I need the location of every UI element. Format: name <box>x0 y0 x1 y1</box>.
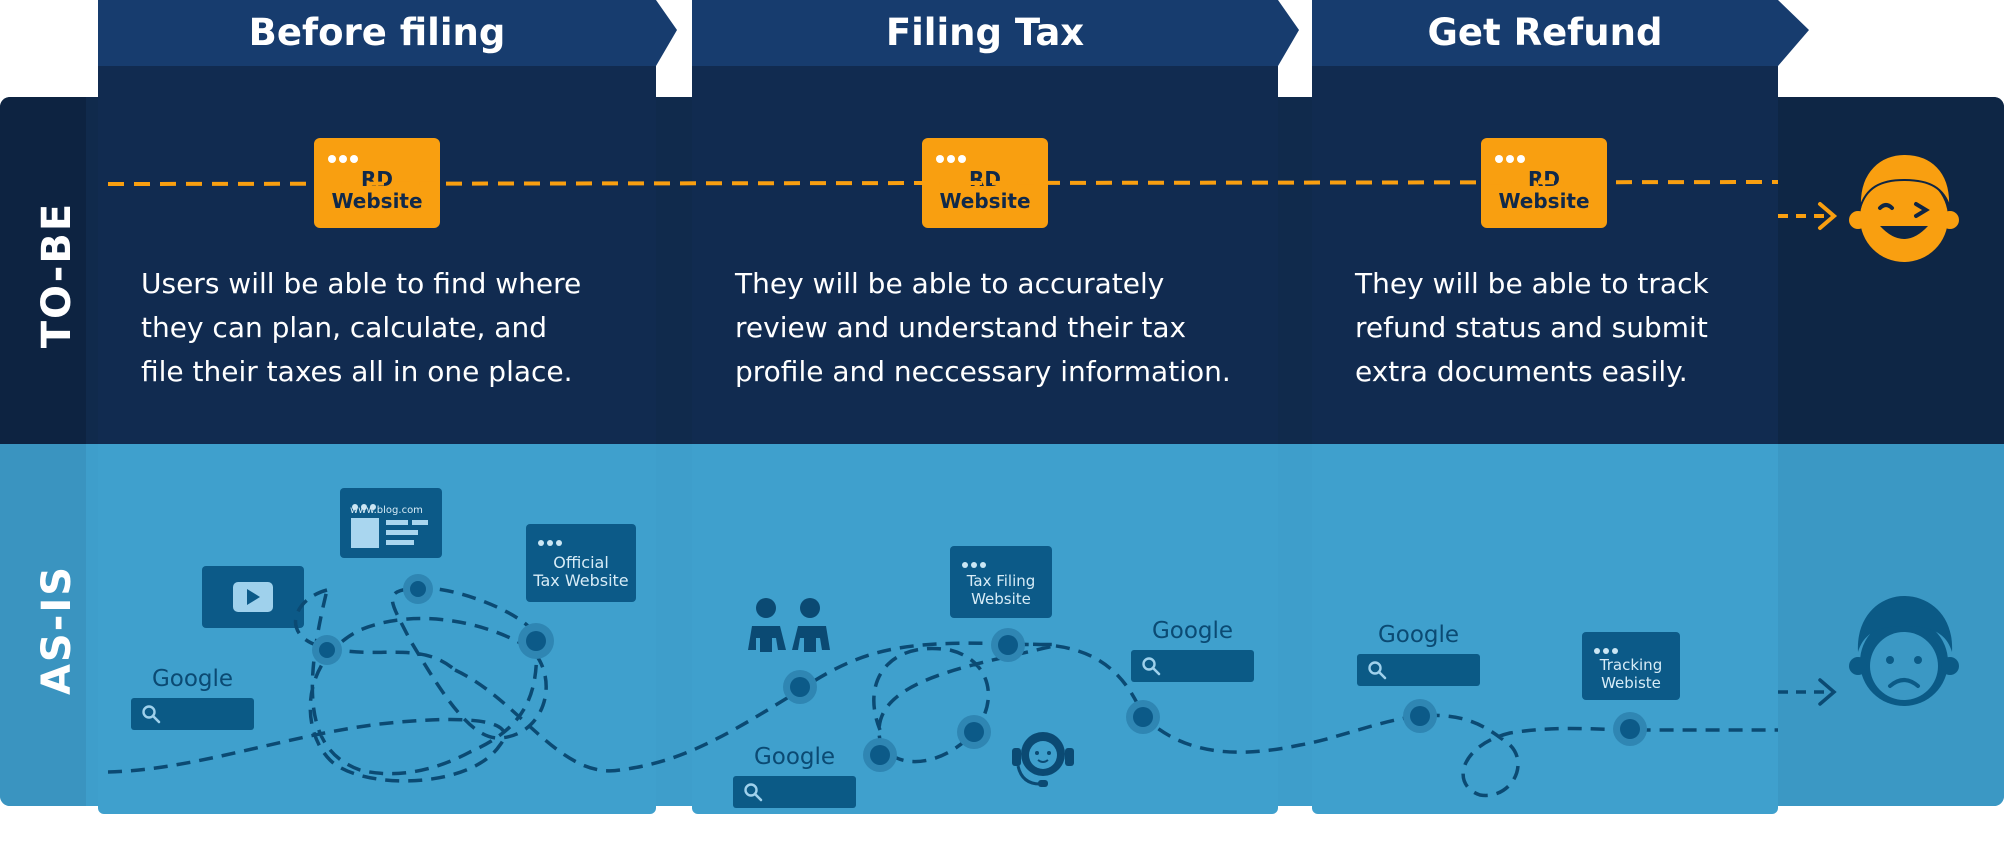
description-line: profile and neccessary information. <box>735 355 1231 388</box>
google-word: Google <box>1377 622 1460 648</box>
row-label-as-is: AS-IS <box>34 564 80 696</box>
window-dots-icon <box>328 148 368 163</box>
description-line: refund status and submit <box>1355 311 1708 344</box>
search-icon <box>1368 661 1387 680</box>
rd-website-label-line-2: Website <box>331 189 423 213</box>
official-tax-website-tile: Official Tax Website <box>526 524 636 602</box>
phase-header-arrow-shape <box>1312 0 1809 66</box>
search-icon <box>142 705 161 724</box>
google-search-widget[interactable]: Google <box>733 744 856 810</box>
tax-filing-label-line: Tax Filing <box>966 572 1036 590</box>
search-bar[interactable] <box>1357 654 1480 686</box>
phase-to-be-panel <box>692 66 1278 444</box>
google-search-widget[interactable]: Google <box>131 666 254 732</box>
description-line: they can plan, calculate, and <box>141 311 547 344</box>
blog-website-tile: www.blog.com <box>340 488 442 558</box>
window-dots-icon <box>962 553 989 572</box>
google-search-widget[interactable]: Google <box>1131 618 1254 684</box>
phase-header-arrow-shape <box>98 0 677 66</box>
phase-title: Get Refund <box>1427 11 1663 54</box>
phase-description: They will be able to accurately review a… <box>735 262 1275 394</box>
phase-header-arrow-shape <box>692 0 1299 66</box>
google-word: Google <box>1151 618 1234 644</box>
as-is-end-column <box>1778 444 2004 806</box>
rd-website-card: RD Website <box>922 138 1048 228</box>
phase-title: Filing Tax <box>885 11 1085 54</box>
official-site-label-line: Official <box>553 553 609 572</box>
search-bar[interactable] <box>733 776 856 808</box>
rd-website-card: RD Website <box>314 138 440 228</box>
tax-filing-label-line: Website <box>971 590 1031 608</box>
rd-website-card: RD Website <box>1481 138 1607 228</box>
blog-url-label: www.blog.com <box>350 505 423 516</box>
search-bar[interactable] <box>131 698 254 730</box>
google-search-widget[interactable]: Google <box>1357 622 1480 688</box>
description-line: file their taxes all in one place. <box>141 355 573 388</box>
to-be-end-column <box>1778 97 2004 444</box>
search-bar[interactable] <box>1131 650 1254 682</box>
phase-to-be-panel <box>98 66 656 444</box>
rd-website-label-line-1: RD <box>360 167 393 191</box>
tracking-label-line: Webiste <box>1601 674 1661 692</box>
rd-website-label-line-1: RD <box>968 167 1001 191</box>
description-line: extra documents easily. <box>1355 355 1688 388</box>
to-be-label-column <box>0 97 86 444</box>
search-icon <box>1142 657 1161 676</box>
tracking-website-tile: Tracking Webiste <box>1582 632 1680 700</box>
window-dots-icon <box>538 531 565 550</box>
google-word: Google <box>753 744 836 770</box>
window-dots-icon <box>352 495 379 514</box>
official-site-label-line: Tax Website <box>533 571 629 590</box>
video-website-tile[interactable] <box>202 566 304 628</box>
description-line: They will be able to accurately <box>735 267 1165 300</box>
window-dots-icon <box>1495 148 1535 163</box>
tax-filing-website-tile: Tax Filing Website <box>950 546 1052 618</box>
description-line: Users will be able to find where <box>141 267 582 300</box>
phase-title: Before filing <box>248 11 506 54</box>
blog-layout-icon <box>351 518 428 548</box>
description-line: review and understand their tax <box>735 311 1187 344</box>
rd-website-label: RD Website <box>922 168 1048 212</box>
rd-website-label: RD Website <box>1481 168 1607 212</box>
video-play-icon <box>233 582 273 612</box>
as-is-label-column <box>0 444 86 806</box>
rd-website-label-line-1: RD <box>1527 167 1560 191</box>
rd-website-label-line-2: Website <box>939 189 1031 213</box>
search-icon <box>744 783 763 802</box>
official-site-label: Official Tax Website <box>526 554 636 590</box>
window-dots-icon <box>936 148 976 163</box>
google-word: Google <box>151 666 234 692</box>
row-label-to-be: TO-BE <box>34 201 80 349</box>
rd-website-label: RD Website <box>314 168 440 212</box>
tracking-label: Tracking Webiste <box>1582 656 1680 692</box>
phase-description: They will be able to track refund status… <box>1355 262 1775 394</box>
tax-filing-label: Tax Filing Website <box>950 572 1052 608</box>
tracking-label-line: Tracking <box>1599 656 1663 674</box>
phase-description: Users will be able to find where they ca… <box>141 262 641 394</box>
rd-website-label-line-2: Website <box>1498 189 1590 213</box>
phase-to-be-panel <box>1312 66 1778 444</box>
description-line: They will be able to track <box>1355 267 1709 300</box>
